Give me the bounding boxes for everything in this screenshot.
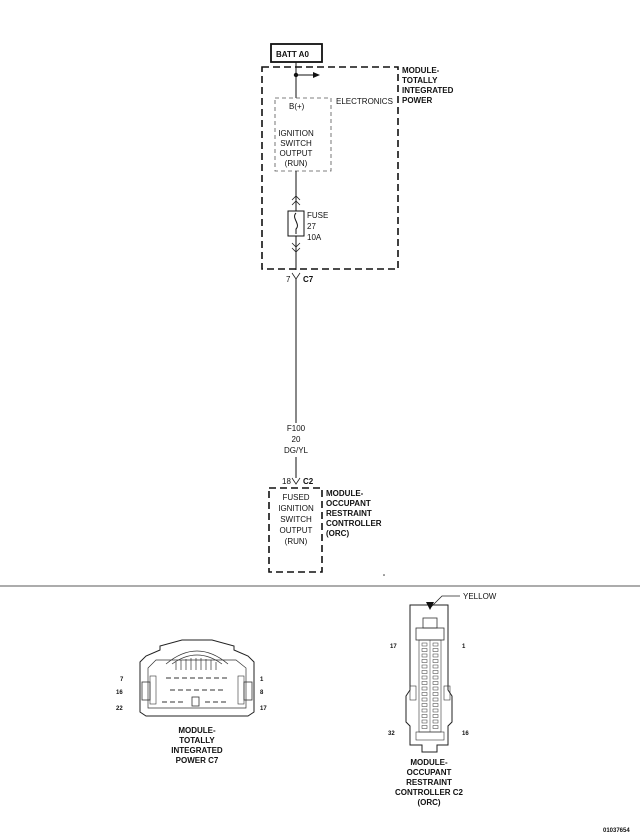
svg-text:INTEGRATED: INTEGRATED [171, 746, 223, 755]
connector-chevron-icon [291, 195, 301, 201]
c7-connector-label: C7 [303, 275, 314, 284]
svg-text:POWER C7: POWER C7 [176, 756, 219, 765]
arrow-down-icon [426, 602, 434, 610]
svg-text:OUTPUT: OUTPUT [280, 149, 313, 158]
svg-text:OCCUPANT: OCCUPANT [326, 499, 371, 508]
orc-inner-label: FUSED IGNITION SWITCH OUTPUT (RUN) [278, 493, 314, 546]
svg-text:10A: 10A [307, 233, 322, 242]
c7-pin-7: 7 [120, 677, 124, 683]
bplus-label: B(+) [289, 102, 305, 111]
callout-leader [429, 595, 460, 609]
svg-text:20: 20 [292, 435, 301, 444]
svg-text:IGNITION: IGNITION [278, 129, 314, 138]
svg-text:(ORC): (ORC) [417, 798, 440, 807]
c2-color-label: YELLOW [463, 592, 497, 601]
svg-text:OUTPUT: OUTPUT [280, 526, 313, 535]
batt-source-label: BATT A0 [276, 50, 309, 59]
svg-text:SWITCH: SWITCH [280, 139, 312, 148]
svg-text:(RUN): (RUN) [285, 159, 308, 168]
c7-caption: MODULE- TOTALLY INTEGRATED POWER C7 [171, 726, 223, 765]
svg-text:TOTALLY: TOTALLY [402, 76, 438, 85]
c7-pin-16: 16 [116, 690, 123, 696]
svg-text:MODULE-: MODULE- [326, 489, 364, 498]
svg-text:OCCUPANT: OCCUPANT [407, 768, 452, 777]
fuse-label: FUSE 27 10A [307, 211, 328, 242]
wire-circuit-label: F100 20 DG/YL [284, 424, 309, 455]
svg-text:TOTALLY: TOTALLY [179, 736, 215, 745]
svg-text:(ORC): (ORC) [326, 529, 349, 538]
svg-text:DG/YL: DG/YL [284, 446, 309, 455]
arrow-right-icon [313, 72, 320, 78]
tipm-module-label: MODULE- TOTALLY INTEGRATED POWER [402, 66, 454, 105]
svg-text:POWER: POWER [402, 96, 432, 105]
svg-text:INTEGRATED: INTEGRATED [402, 86, 454, 95]
orc-module-label: MODULE- OCCUPANT RESTRAINT CONTROLLER (O… [326, 489, 382, 538]
svg-text:(RUN): (RUN) [285, 537, 308, 546]
electronics-box [274, 97, 332, 172]
c7-pin-22: 22 [116, 706, 123, 712]
svg-text:RESTRAINT: RESTRAINT [326, 509, 372, 518]
c2-pin-17: 17 [390, 644, 397, 650]
svg-text:CONTROLLER C2: CONTROLLER C2 [395, 788, 464, 797]
ignition-switch-output-label: IGNITION SWITCH OUTPUT (RUN) [278, 129, 314, 168]
svg-text:MODULE-: MODULE- [410, 758, 448, 767]
fuse-symbol-icon [287, 210, 305, 237]
svg-text:MODULE-: MODULE- [178, 726, 216, 735]
connector-c2-face [405, 604, 453, 753]
c2-pin-16: 16 [462, 731, 469, 737]
c2-pin-1: 1 [462, 644, 466, 650]
svg-text:27: 27 [307, 222, 316, 231]
c7-pin-8: 8 [260, 690, 264, 696]
tipm-module-outline [261, 66, 399, 270]
orc-module-outline [268, 487, 323, 573]
c7-pin-1: 1 [260, 677, 264, 683]
connector-c7-face [139, 639, 255, 717]
c2-caption: MODULE- OCCUPANT RESTRAINT CONTROLLER C2… [395, 758, 464, 807]
c2-pin-cavities [421, 642, 439, 729]
c2-pin-32: 32 [388, 731, 395, 737]
svg-text:RESTRAINT: RESTRAINT [406, 778, 452, 787]
svg-text:CONTROLLER: CONTROLLER [326, 519, 382, 528]
c2-connector-icon [291, 477, 301, 485]
c7-connector-icon [291, 272, 301, 280]
svg-text:IGNITION: IGNITION [278, 504, 314, 513]
svg-text:F100: F100 [287, 424, 306, 433]
svg-text:FUSED: FUSED [282, 493, 309, 502]
svg-text:FUSE: FUSE [307, 211, 328, 220]
c2-connector-label: C2 [303, 477, 314, 486]
svg-text:SWITCH: SWITCH [280, 515, 312, 524]
electronics-label: ELECTRONICS [336, 97, 393, 106]
c7-pin-17: 17 [260, 706, 267, 712]
svg-text:MODULE-: MODULE- [402, 66, 440, 75]
c2-pin-number: 18 [282, 477, 291, 486]
c7-pin-number: 7 [286, 275, 291, 284]
figure-id: 01037654 [603, 828, 630, 834]
